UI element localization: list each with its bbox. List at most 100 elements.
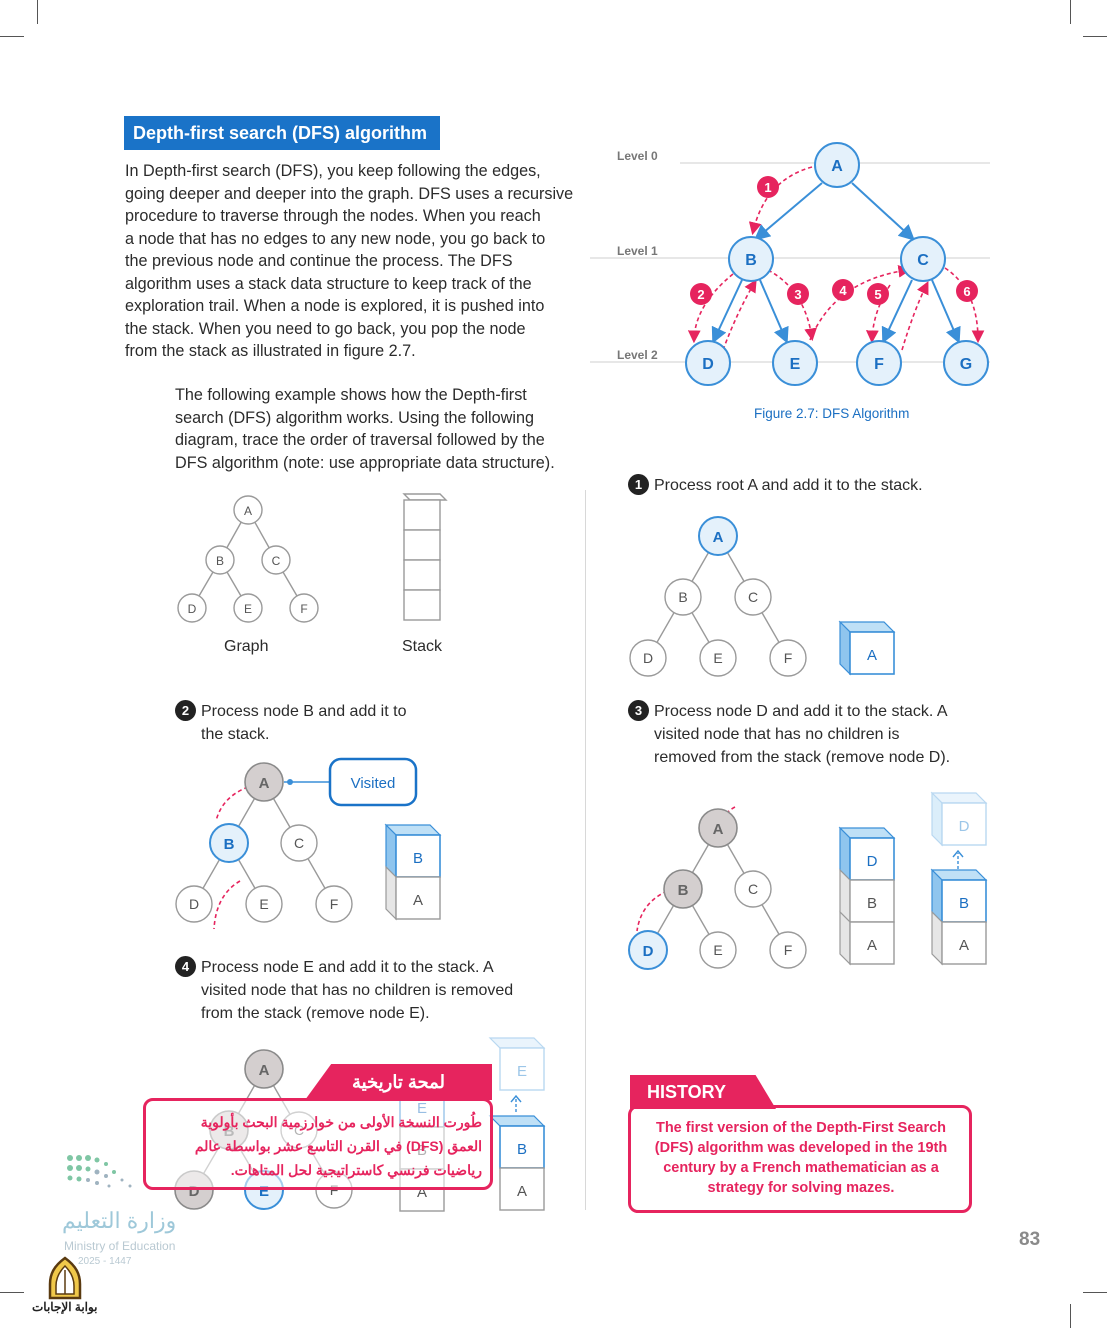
svg-text:A: A	[713, 821, 724, 838]
edge-b-e	[759, 279, 789, 344]
step-number: 4	[175, 956, 196, 977]
svg-text:E: E	[259, 896, 268, 912]
svg-text:B: B	[678, 882, 689, 899]
edge-c-g	[931, 279, 961, 344]
node-b: B	[209, 823, 249, 863]
svg-text:E: E	[259, 1183, 269, 1200]
stack-2: B A	[384, 823, 442, 921]
svg-text:A: A	[831, 158, 843, 175]
intro-paragraph: In Depth-first search (DFS), you keep fo…	[125, 162, 574, 360]
stack-3: D B A	[838, 826, 896, 966]
node-g: G	[943, 340, 989, 386]
svg-text:A: A	[959, 937, 969, 954]
svg-text:E: E	[244, 602, 252, 616]
node-f: F	[315, 885, 353, 923]
visited-badge	[328, 757, 418, 807]
svg-text:A: A	[517, 1183, 527, 1200]
svg-text:E: E	[790, 356, 801, 373]
svg-text:E: E	[517, 1063, 527, 1080]
level-label: Level 1	[617, 244, 658, 258]
portal-name: بوابة الإجابات	[32, 1300, 98, 1314]
node-d: D	[629, 639, 667, 677]
edge-a-c	[851, 182, 915, 241]
svg-text:A: A	[244, 504, 252, 518]
column-divider	[585, 490, 586, 1210]
svg-text:5: 5	[874, 287, 881, 302]
level-label: Level 2	[617, 348, 658, 362]
node-c: C	[900, 236, 946, 282]
crop-mark	[0, 36, 24, 37]
svg-text:6: 6	[963, 284, 970, 299]
portal-logo-icon	[48, 1256, 82, 1300]
stack-3-after: D B A	[930, 791, 988, 966]
figure-caption: Figure 2.7: DFS Algorithm	[754, 406, 910, 421]
svg-text:C: C	[917, 252, 929, 269]
svg-text:3: 3	[794, 287, 801, 302]
empty-stack	[402, 493, 448, 621]
node-f: F	[769, 639, 807, 677]
edge-a-b	[753, 182, 823, 241]
svg-text:B: B	[867, 895, 877, 912]
edge-c-f	[881, 279, 913, 344]
graph-label: Graph	[224, 638, 269, 655]
step-number: 2	[175, 700, 196, 721]
crop-mark	[1083, 36, 1107, 37]
svg-text:2: 2	[697, 287, 704, 302]
svg-text:D: D	[189, 896, 199, 912]
svg-text:A: A	[259, 1062, 270, 1079]
node-a: A	[244, 1049, 284, 1089]
crop-mark	[1070, 1304, 1071, 1328]
step-badge: 1	[757, 176, 779, 198]
step-badge: 2	[690, 283, 712, 305]
svg-text:F: F	[330, 1182, 339, 1198]
svg-text:D: D	[643, 943, 654, 960]
node-f: F	[856, 340, 902, 386]
node-b: B	[728, 236, 774, 282]
svg-text:D: D	[189, 1183, 200, 1200]
crop-mark	[1070, 0, 1071, 24]
node-e: E	[245, 885, 283, 923]
visited-label: Visited	[351, 775, 396, 792]
ministry-dots-logo	[67, 1155, 132, 1188]
node-a: A	[814, 142, 860, 188]
node-f: F	[769, 931, 807, 969]
step-2-diagram: Visited A B C D E F B A	[175, 757, 442, 930]
node-e: E	[699, 639, 737, 677]
svg-text:B: B	[413, 850, 423, 867]
history-text: The first version of the Depth-First Sea…	[654, 1120, 948, 1196]
dfs-figure: Level 0 Level 1 Level 2 1 2 3 4 5 6 A B …	[590, 142, 990, 386]
svg-text:A: A	[867, 937, 877, 954]
stack-box-a: A	[838, 620, 896, 676]
node-d: D	[175, 885, 213, 923]
node-a: A	[233, 495, 263, 525]
node-c: C	[280, 824, 318, 862]
svg-text:E: E	[713, 650, 722, 666]
ministry-english: Ministry of Education	[64, 1239, 176, 1253]
svg-text:B: B	[224, 836, 235, 853]
level-label: Level 0	[617, 149, 658, 163]
node-b: B	[205, 545, 235, 575]
svg-text:4: 4	[839, 283, 847, 298]
node-e: E	[699, 931, 737, 969]
svg-text:A: A	[259, 775, 270, 792]
svg-text:G: G	[960, 356, 972, 373]
arabic-note-title: لمحة تاريخية	[305, 1064, 492, 1100]
svg-text:A: A	[713, 529, 724, 546]
node-e: E	[772, 340, 818, 386]
crop-mark	[1083, 1292, 1107, 1293]
svg-text:A: A	[867, 647, 877, 664]
svg-text:1: 1	[764, 180, 771, 195]
step-3-diagram: A B C D E F D B A D B A	[628, 791, 988, 970]
stack-4-after: E B A	[488, 1037, 546, 1211]
step-number: 3	[628, 700, 649, 721]
node-c: C	[734, 578, 772, 616]
step-badge: 5	[867, 283, 889, 305]
svg-text:B: B	[216, 554, 224, 568]
svg-text:D: D	[702, 356, 714, 373]
edge-b-d	[711, 279, 743, 344]
node-b: B	[663, 869, 703, 909]
svg-text:C: C	[294, 835, 304, 851]
step-badge: 4	[832, 279, 854, 301]
